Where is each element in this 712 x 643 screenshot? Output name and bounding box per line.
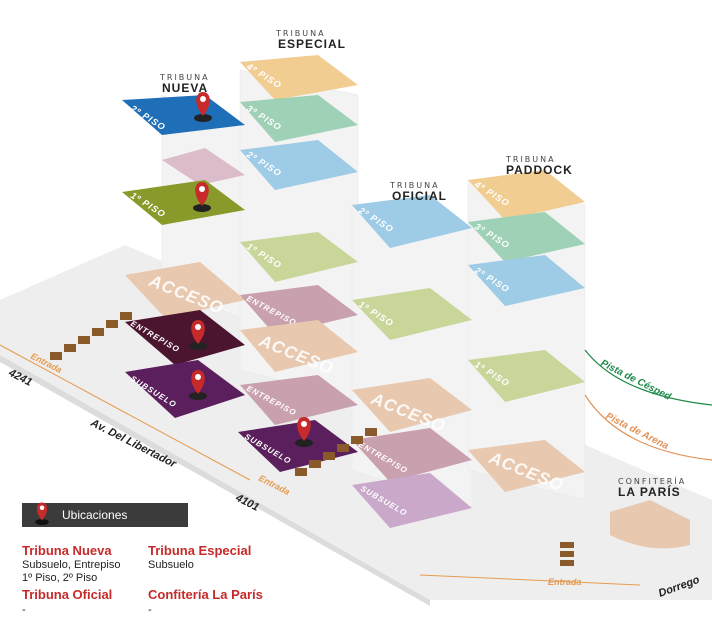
- oficial-floor-2: [352, 195, 472, 248]
- map-pin-icon: [35, 502, 49, 525]
- stand-nueva-title: NUEVA: [162, 81, 208, 95]
- nueva-entrepiso[interactable]: [125, 310, 245, 365]
- paddock-acceso: [468, 440, 585, 492]
- stand-oficial-title: OFICIAL: [392, 189, 447, 203]
- ground-edge-left: [0, 355, 430, 606]
- legend-item-title[interactable]: Tribuna Especial: [148, 543, 252, 558]
- legend-header-text: Ubicaciones: [62, 508, 128, 522]
- legend-item-sub: Subsuelo, Entrepiso 1º Piso, 2º Piso: [22, 559, 121, 584]
- confiteria-title: LA PARÍS: [618, 484, 681, 499]
- stand-paddock-small: TRIBUNA: [505, 155, 556, 164]
- pin-nueva-1-icon[interactable]: [193, 182, 211, 212]
- nueva-floor-2[interactable]: [122, 95, 245, 135]
- paddock-floor-2: [468, 255, 585, 306]
- oficial-floor-1: [352, 288, 472, 340]
- pin-nueva-2-icon[interactable]: [194, 92, 212, 122]
- nueva-floor-1[interactable]: [122, 180, 245, 225]
- confiteria-small: CONFITERÍA: [618, 475, 686, 486]
- legend-item-sub: Subsuelo: [148, 559, 194, 571]
- stand-nueva-small: TRIBUNA: [159, 73, 210, 82]
- pin-especial-subsuelo-icon[interactable]: [295, 417, 313, 447]
- pin-nueva-entrepiso-icon[interactable]: [189, 320, 207, 350]
- stand-especial-small: TRIBUNA: [275, 29, 326, 38]
- street-line-bottom: [419, 574, 641, 586]
- legend-item-title[interactable]: Tribuna Nueva: [22, 543, 112, 558]
- legend-header: Ubicaciones: [22, 502, 188, 527]
- nueva-acceso: [125, 262, 245, 318]
- especial-acceso: [240, 320, 358, 372]
- track-arena-line: [584, 394, 712, 461]
- oficial-subsuelo: [352, 473, 472, 528]
- legend-item-sub: -: [148, 604, 152, 616]
- entrance-steps-dorrego[interactable]: [560, 542, 574, 566]
- street-line-left: [0, 344, 251, 481]
- track-cesped-label: Pista de Césped: [599, 358, 674, 403]
- especial-floor-4: [240, 55, 358, 100]
- especial-entrepiso-upper: [240, 285, 358, 335]
- legend-item-title[interactable]: Confitería La París: [148, 587, 263, 602]
- nueva-entrepiso-upper: [162, 148, 245, 185]
- pin-nueva-subsuelo-icon[interactable]: [189, 370, 207, 400]
- track-arena-label: Pista de Arena: [604, 411, 671, 452]
- paddock-floor-3: [468, 212, 585, 262]
- especial-floor-1: [240, 232, 358, 282]
- entrance-steps-4241[interactable]: [50, 312, 132, 360]
- legend-item-sub: -: [22, 604, 26, 616]
- nueva-subsuelo[interactable]: [125, 360, 245, 418]
- oficial-acceso: [352, 378, 472, 432]
- legend-item-title[interactable]: Tribuna Oficial: [22, 587, 113, 602]
- confiteria-building[interactable]: [610, 500, 690, 549]
- especial-floor-2: [240, 140, 358, 190]
- track-cesped-line: [584, 349, 712, 406]
- paddock-floor-4: [468, 170, 585, 220]
- entrada-dorrego-label: Entrada: [548, 577, 582, 587]
- entrance-steps-4101[interactable]: [295, 428, 377, 476]
- paddock-floor-1: [468, 350, 585, 402]
- legend: Ubicaciones Tribuna Nueva Subsuelo, Entr…: [14, 502, 314, 643]
- stand-oficial-small: TRIBUNA: [389, 181, 440, 190]
- stand-paddock-title: PADDOCK: [506, 163, 573, 177]
- stand-especial-title: ESPECIAL: [278, 37, 346, 51]
- especial-floor-3: [240, 95, 358, 142]
- especial-entrepiso: [240, 375, 358, 425]
- oficial-entrepiso: [352, 428, 472, 482]
